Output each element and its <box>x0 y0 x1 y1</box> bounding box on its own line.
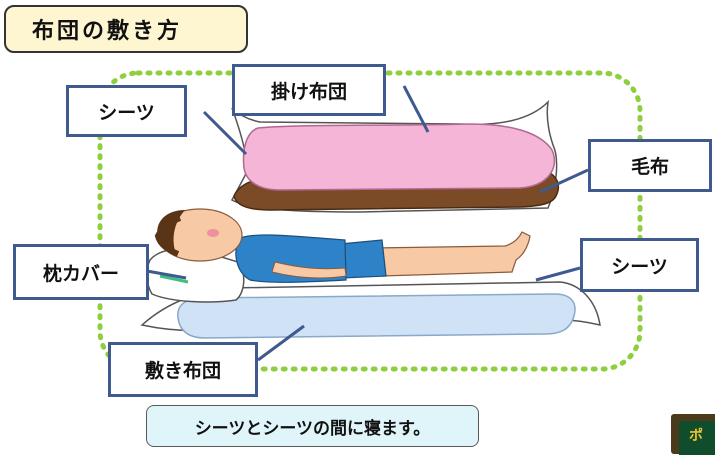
connector-shikibuton <box>257 324 305 362</box>
person-legs <box>374 231 531 277</box>
label-makura-cover: 枕カバー <box>13 244 149 300</box>
label-sheet-bottom: シーツ <box>580 238 699 292</box>
connector-moufu <box>539 168 589 194</box>
page-title: 布団の敷き方 <box>4 5 248 53</box>
label-shikibuton: 敷き布団 <box>108 342 258 397</box>
caption: シーツとシーツの間に寝ます。 <box>146 405 479 447</box>
corner-board-text: ポ <box>679 421 715 455</box>
label-sheet-top: シーツ <box>66 85 187 137</box>
label-moufu: 毛布 <box>588 139 712 192</box>
connector-sheet-top <box>202 110 248 156</box>
shikibuton-shape <box>177 293 576 339</box>
connector-sheet-bottom <box>535 266 581 282</box>
connector-kakebuton <box>402 85 430 133</box>
person-shorts <box>339 239 387 279</box>
label-kakebuton: 掛け布団 <box>232 64 386 116</box>
kakebuton-shape <box>242 123 556 191</box>
